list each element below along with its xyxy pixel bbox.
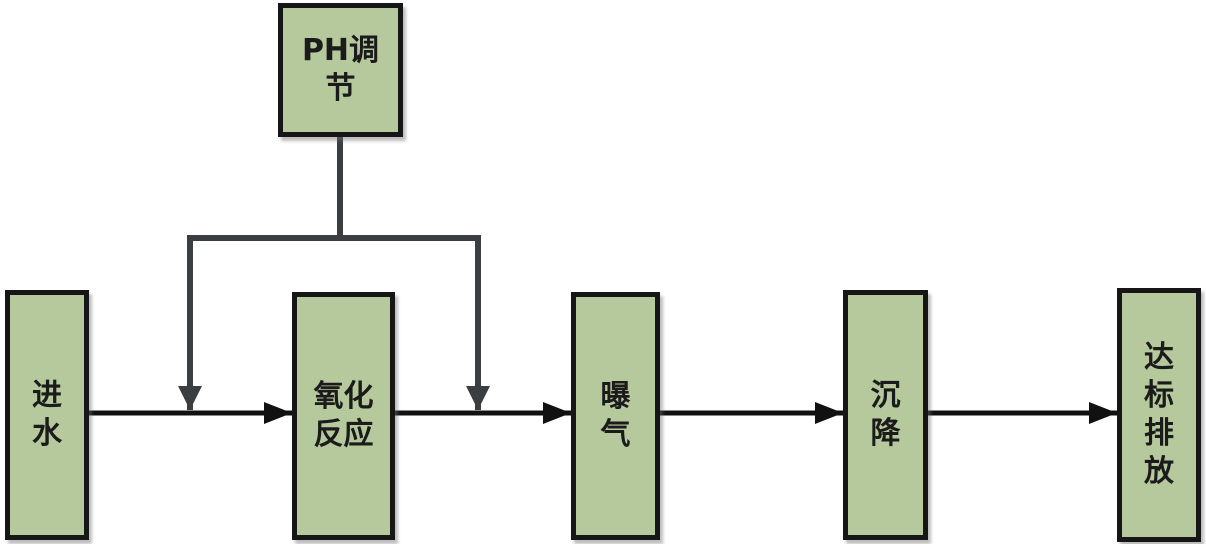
- edge-ph-to-after-oxidation: [337, 235, 490, 410]
- node-aeration: 曝 气: [571, 292, 660, 540]
- node-aeration-label: 曝 气: [600, 378, 631, 452]
- node-ph-adjust: PH调 节: [278, 3, 403, 137]
- node-ph-adjust-label: PH调 节: [301, 32, 380, 106]
- node-settling-label: 沉 降: [870, 377, 901, 451]
- node-inflow-label: 进 水: [32, 377, 62, 451]
- node-inflow: 进 水: [5, 290, 89, 540]
- node-discharge: 达 标 排 放: [1117, 288, 1201, 542]
- edge-ph-to-before-oxidation: [178, 235, 343, 410]
- node-oxidation: 氧化 反应: [292, 292, 395, 540]
- node-discharge-label: 达 标 排 放: [1144, 339, 1174, 490]
- node-oxidation-label: 氧化 反应: [313, 378, 374, 452]
- node-settling: 沉 降: [843, 290, 928, 540]
